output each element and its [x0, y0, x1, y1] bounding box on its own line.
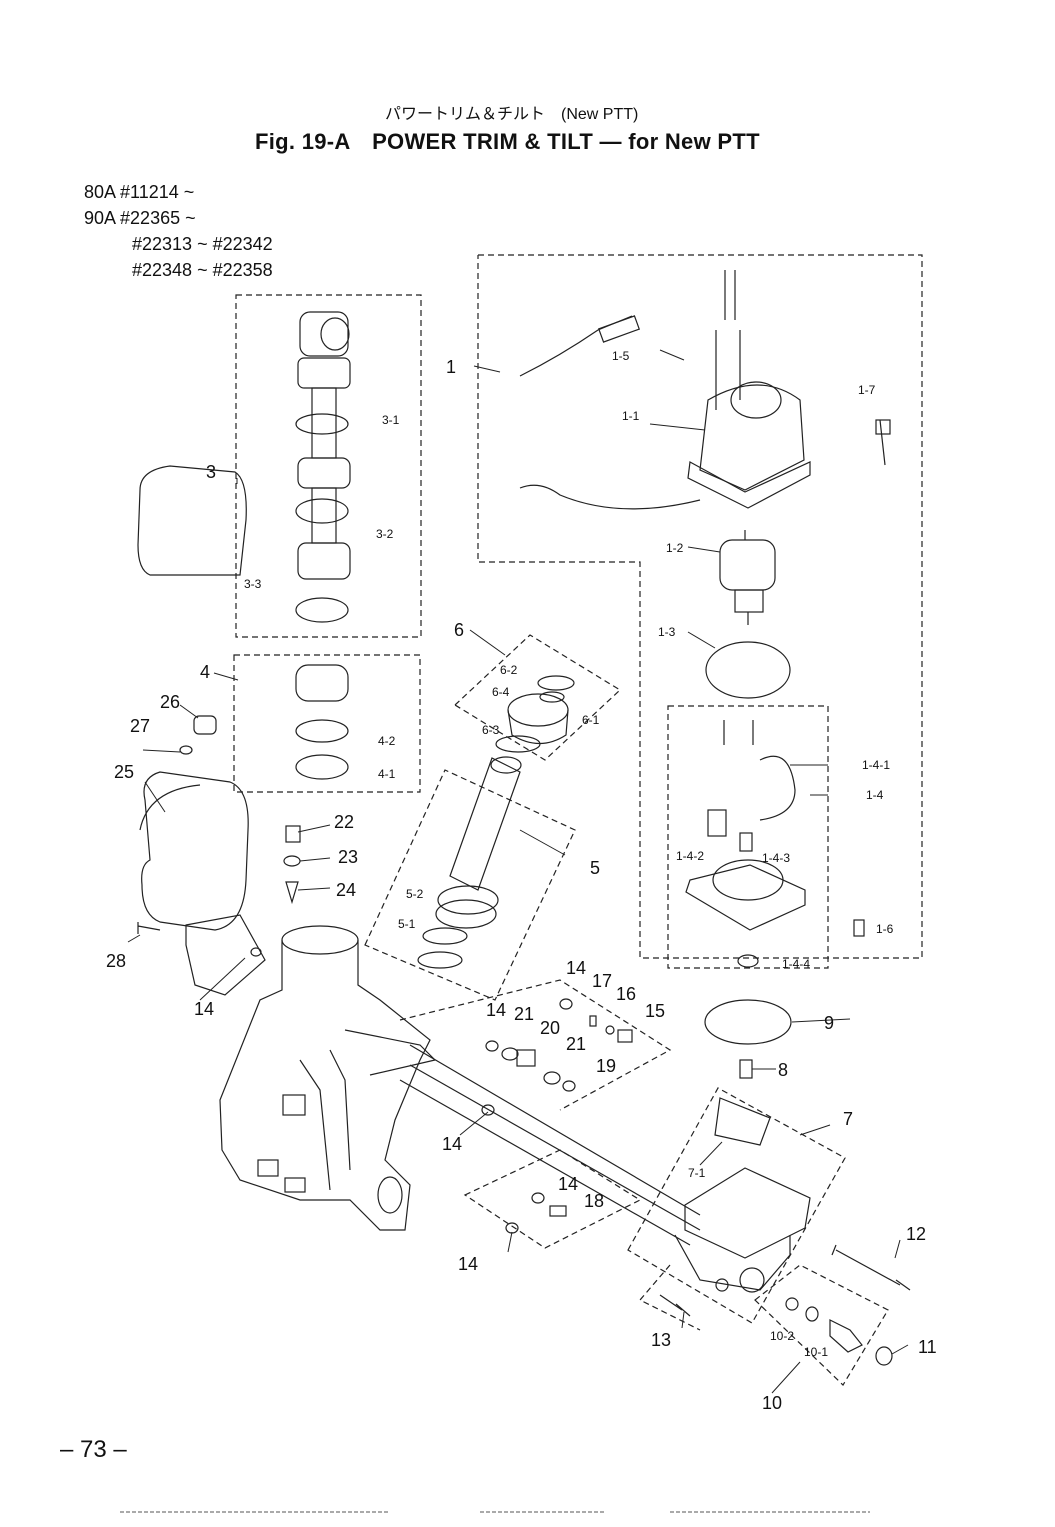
tilt-cylinder-rod-3 — [295, 311, 351, 623]
callout-5: 5 — [590, 858, 600, 878]
serial-range-90a-3: #22348 ~ #22358 — [132, 260, 273, 280]
callout-10-2: 10-2 — [770, 1329, 794, 1343]
callout-15: 15 — [645, 1001, 665, 1021]
callout-14f: 14 — [458, 1254, 478, 1274]
callout-1-4-4: 1-4-4 — [782, 957, 810, 971]
callout-3-2: 3-2 — [376, 527, 394, 541]
callout-7-1: 7-1 — [688, 1166, 706, 1180]
callout-10-1: 10-1 — [804, 1345, 828, 1359]
callout-6-3: 6-3 — [482, 723, 500, 737]
o-ring-1-3 — [705, 641, 791, 699]
page-number: – 73 – — [60, 1436, 127, 1463]
callout-1: 1 — [446, 357, 456, 377]
callout-1-4: 1-4 — [866, 788, 884, 802]
callout-17: 17 — [592, 971, 612, 991]
cylinder-head-6 — [495, 675, 575, 753]
callout-6-4: 6-4 — [492, 685, 510, 699]
callout-28: 28 — [106, 951, 126, 971]
brush-holder-1-4 — [685, 720, 806, 968]
motor-1-1 — [519, 270, 891, 510]
callout-1-1: 1-1 — [622, 409, 640, 423]
valve-parts-22-24 — [283, 825, 301, 905]
callout-11: 11 — [918, 1337, 937, 1357]
callout-22: 22 — [334, 812, 354, 832]
bolt-13 — [659, 1294, 691, 1317]
callout-13: 13 — [651, 1330, 671, 1350]
cover-body-25 — [136, 463, 248, 930]
assembly-outlines — [233, 254, 923, 1386]
screw-1-6 — [853, 919, 865, 937]
callout-12: 12 — [906, 1224, 926, 1244]
callout-6-2: 6-2 — [500, 663, 518, 677]
figure-title: Fig. 19-A POWER TRIM & TILT — for New PT… — [255, 129, 760, 154]
callout-1-4-2: 1-4-2 — [676, 849, 704, 863]
callout-6-1: 6-1 — [582, 713, 600, 727]
screw-28 — [137, 922, 161, 934]
pump-assembly-7 — [674, 1097, 811, 1293]
callout-20: 20 — [540, 1018, 560, 1038]
serial-range-90a: 90A #22365 ~ — [84, 208, 196, 228]
callout-1-5: 1-5 — [612, 349, 630, 363]
callout-4-1: 4-1 — [378, 767, 396, 781]
trim-cylinder-5 — [417, 756, 522, 969]
callout-24: 24 — [336, 880, 356, 900]
callout-4: 4 — [200, 662, 210, 682]
callout-14d: 14 — [442, 1134, 462, 1154]
callout-1-6: 1-6 — [876, 922, 894, 936]
callout-14e: 14 — [558, 1174, 578, 1194]
callout-6: 6 — [454, 620, 464, 640]
ptt-housing-main — [219, 925, 437, 1231]
serial-range-80a: 80A #11214 ~ — [84, 182, 195, 202]
armature-1-2 — [719, 530, 776, 625]
callout-4-2: 4-2 — [378, 734, 396, 748]
callout-3: 3 — [206, 462, 216, 482]
callout-8: 8 — [778, 1060, 788, 1080]
connecting-tubes — [399, 1044, 701, 1246]
callout-9: 9 — [824, 1013, 834, 1033]
callout-5-1: 5-1 — [398, 917, 416, 931]
bolt-12 — [831, 1244, 911, 1291]
callout-27: 27 — [130, 716, 150, 736]
callout-1-3: 1-3 — [658, 625, 676, 639]
callout-3-1: 3-1 — [382, 413, 400, 427]
callout-5-2: 5-2 — [406, 887, 424, 901]
callout-18: 18 — [584, 1191, 604, 1211]
serial-range-90a-2: #22313 ~ #22342 — [132, 234, 273, 254]
callout-26: 26 — [160, 692, 180, 712]
callout-1-4-3: 1-4-3 — [762, 851, 790, 865]
callout-14c: 14 — [194, 999, 214, 1019]
callout-1-7: 1-7 — [858, 383, 876, 397]
callout-14a: 14 — [566, 958, 586, 978]
bushing-26 — [193, 715, 217, 735]
callout-14b: 14 — [486, 1000, 506, 1020]
callout-7: 7 — [843, 1109, 853, 1129]
callout-3-3: 3-3 — [244, 577, 262, 591]
callout-1-4-1: 1-4-1 — [862, 758, 890, 772]
part-8 — [739, 1059, 753, 1079]
callout-1-2: 1-2 — [666, 541, 684, 555]
callout-10: 10 — [762, 1393, 782, 1413]
callout-25: 25 — [114, 762, 134, 782]
valve-10-assembly — [785, 1297, 893, 1366]
callout-21b: 21 — [566, 1034, 586, 1054]
cover-25 — [137, 465, 247, 576]
callout-19: 19 — [596, 1056, 616, 1076]
callout-23: 23 — [338, 847, 358, 867]
callout-21a: 21 — [514, 1004, 534, 1024]
o-ring-9 — [704, 999, 792, 1045]
callout-16: 16 — [616, 984, 636, 1004]
piston-assembly-4 — [295, 664, 349, 780]
figure-subtitle-japanese: パワートリム＆チルト (New PTT) — [385, 106, 639, 123]
